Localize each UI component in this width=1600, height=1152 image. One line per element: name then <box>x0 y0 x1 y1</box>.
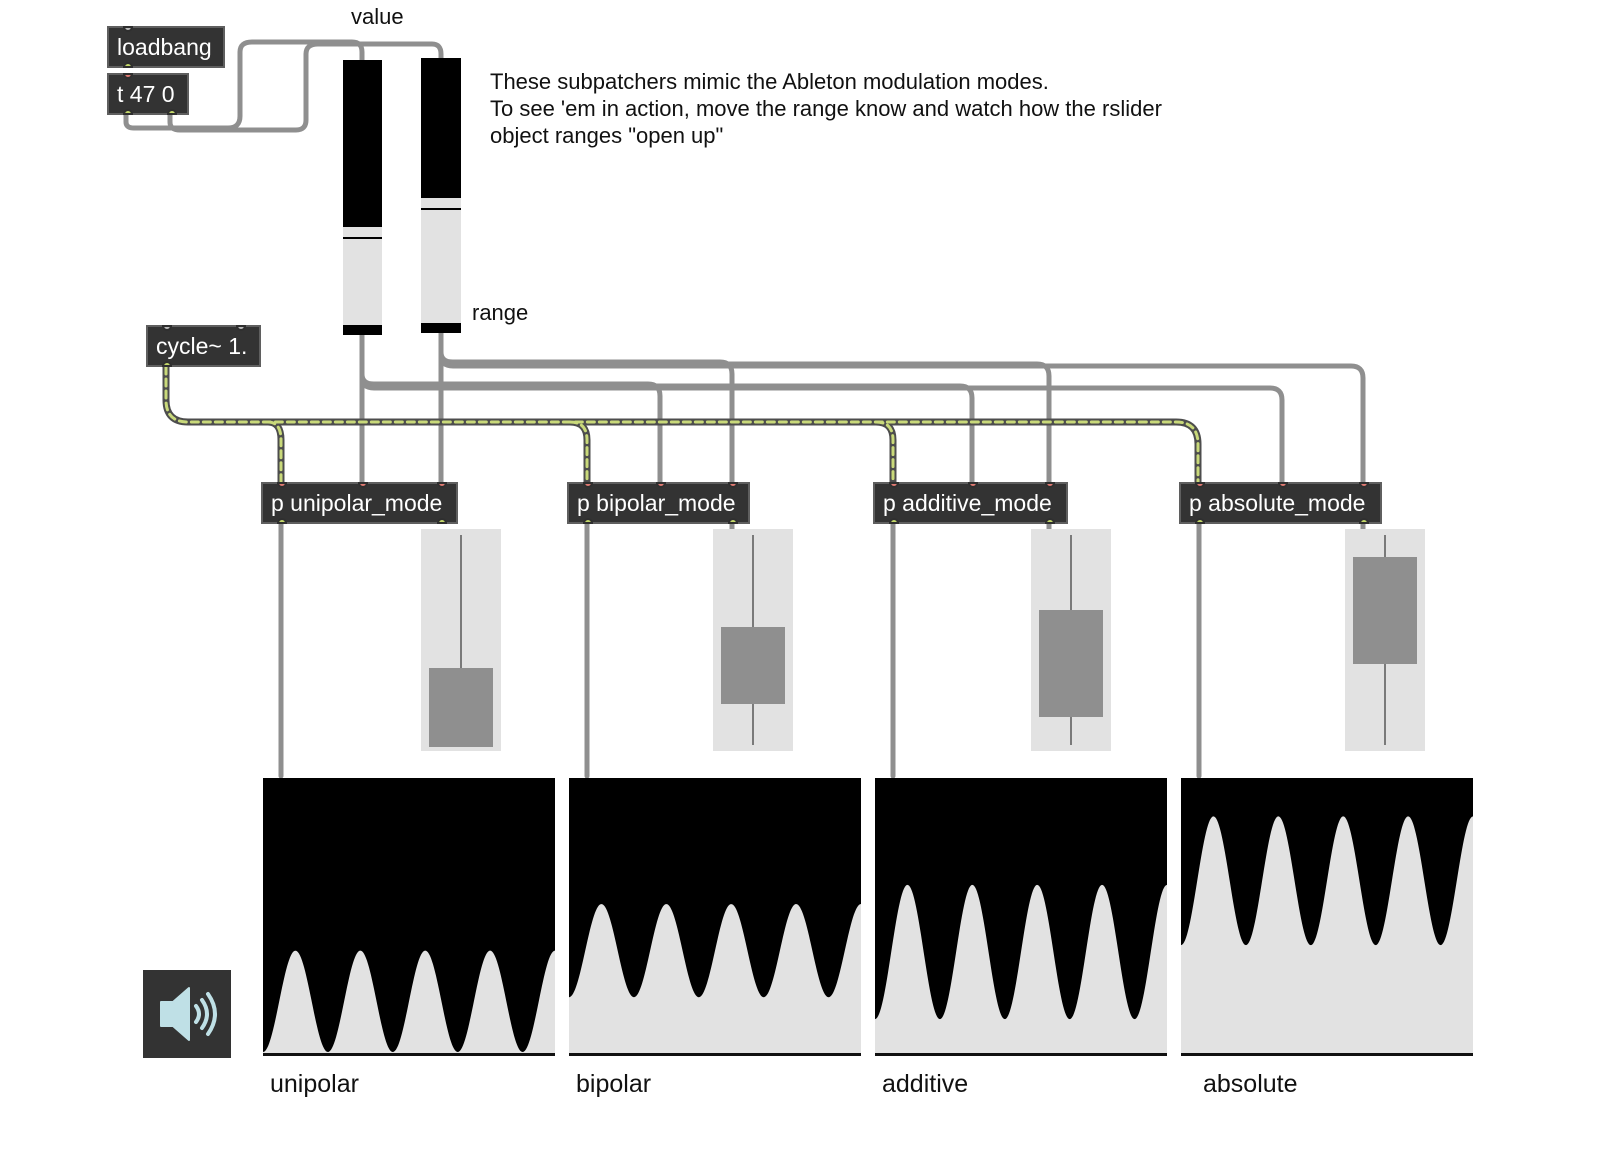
trigger-text: t 47 0 <box>117 81 175 107</box>
inlet-port[interactable] <box>728 482 738 488</box>
bipolar-scope[interactable] <box>569 778 861 1056</box>
value-label: value <box>351 4 404 29</box>
scope-waveform <box>875 884 1167 1056</box>
inlet-port[interactable] <box>968 482 978 488</box>
unipolar-subpatcher-text: p unipolar_mode <box>271 490 443 516</box>
scope-baseline <box>263 1053 555 1056</box>
additive-rslider[interactable] <box>1031 529 1111 751</box>
outlet-port[interactable] <box>728 518 738 524</box>
outlet-port[interactable] <box>1359 518 1369 524</box>
outlet-port[interactable] <box>167 109 177 115</box>
value-slider-thumb <box>343 236 382 239</box>
scope-waveform <box>1181 816 1473 1056</box>
outlet-port[interactable] <box>1045 518 1055 524</box>
inlet-port[interactable] <box>656 482 666 488</box>
inlet-port[interactable] <box>1045 482 1055 488</box>
rslider-range[interactable] <box>721 627 785 705</box>
additive-subpatcher[interactable]: p additive_mode <box>873 482 1068 524</box>
outlet-port[interactable] <box>162 361 172 367</box>
trigger-object[interactable]: t 47 0 <box>107 73 189 115</box>
comment-line: To see 'em in action, move the range kno… <box>490 96 1162 121</box>
cycle-object[interactable]: cycle~ 1. <box>146 325 261 367</box>
inlet-port[interactable] <box>889 482 899 488</box>
absolute-label: absolute <box>1203 1070 1298 1098</box>
inlet-port[interactable] <box>358 482 368 488</box>
bipolar-label: bipolar <box>576 1070 652 1098</box>
audio-toggle-button[interactable] <box>143 970 231 1058</box>
inlet-port[interactable] <box>123 73 133 79</box>
unipolar-subpatcher[interactable]: p unipolar_mode <box>261 482 458 524</box>
range-label: range <box>472 300 529 325</box>
inlet-port[interactable] <box>162 325 172 331</box>
absolute-subpatcher[interactable]: p absolute_mode <box>1179 482 1382 524</box>
outlet-port[interactable] <box>437 518 447 524</box>
scope-waveform <box>569 904 861 1056</box>
inlet-port[interactable] <box>1278 482 1288 488</box>
outlet-port[interactable] <box>889 518 899 524</box>
scope-baseline <box>569 1053 861 1056</box>
range-slider-base <box>421 323 461 333</box>
cycle-text: cycle~ 1. <box>156 333 248 359</box>
rslider-range[interactable] <box>1353 556 1417 664</box>
help-comment: These subpatchers mimic the Ableton modu… <box>490 68 1162 149</box>
additive-subpatcher-text: p additive_mode <box>883 490 1052 516</box>
range-slider[interactable] <box>421 58 461 333</box>
inlet-port[interactable] <box>236 325 246 331</box>
unipolar-label: unipolar <box>270 1070 359 1098</box>
loadbang-object[interactable]: loadbang <box>107 26 225 68</box>
rslider-range[interactable] <box>429 667 493 747</box>
rslider-range[interactable] <box>1039 610 1103 718</box>
comment-line: These subpatchers mimic the Ableton modu… <box>490 69 1049 94</box>
speaker-icon <box>160 987 217 1041</box>
absolute-rslider[interactable] <box>1345 529 1425 751</box>
scope-waveform <box>263 950 555 1056</box>
value-slider-fill <box>343 226 382 325</box>
outlet-port[interactable] <box>583 518 593 524</box>
unipolar-scope[interactable] <box>263 778 555 1056</box>
value-slider[interactable] <box>343 60 382 335</box>
bipolar-subpatcher[interactable]: p bipolar_mode <box>567 482 750 524</box>
loadbang-text: loadbang <box>117 34 212 60</box>
inlet-port[interactable] <box>583 482 593 488</box>
absolute-scope[interactable] <box>1181 778 1473 1056</box>
scope-baseline <box>1181 1053 1473 1056</box>
inlet-port[interactable] <box>1359 482 1369 488</box>
absolute-subpatcher-text: p absolute_mode <box>1189 490 1366 516</box>
inlet-port[interactable] <box>1195 482 1205 488</box>
bipolar-rslider[interactable] <box>713 529 793 751</box>
outlet-port[interactable] <box>1195 518 1205 524</box>
inlet-port[interactable] <box>123 26 133 32</box>
inlet-port[interactable] <box>277 482 287 488</box>
range-slider-fill <box>421 198 461 323</box>
value-slider-base <box>343 325 382 335</box>
inlet-port[interactable] <box>437 482 447 488</box>
rslider-track <box>460 535 462 745</box>
outlet-port[interactable] <box>277 518 287 524</box>
outlet-port[interactable] <box>123 109 133 115</box>
unipolar-rslider[interactable] <box>421 529 501 751</box>
outlet-port[interactable] <box>123 62 133 68</box>
range-slider-thumb <box>421 208 461 211</box>
bipolar-subpatcher-text: p bipolar_mode <box>577 490 736 516</box>
comment-line: object ranges "open up" <box>490 123 724 148</box>
additive-scope[interactable] <box>875 778 1167 1056</box>
additive-label: additive <box>882 1070 969 1098</box>
scope-baseline <box>875 1053 1167 1056</box>
